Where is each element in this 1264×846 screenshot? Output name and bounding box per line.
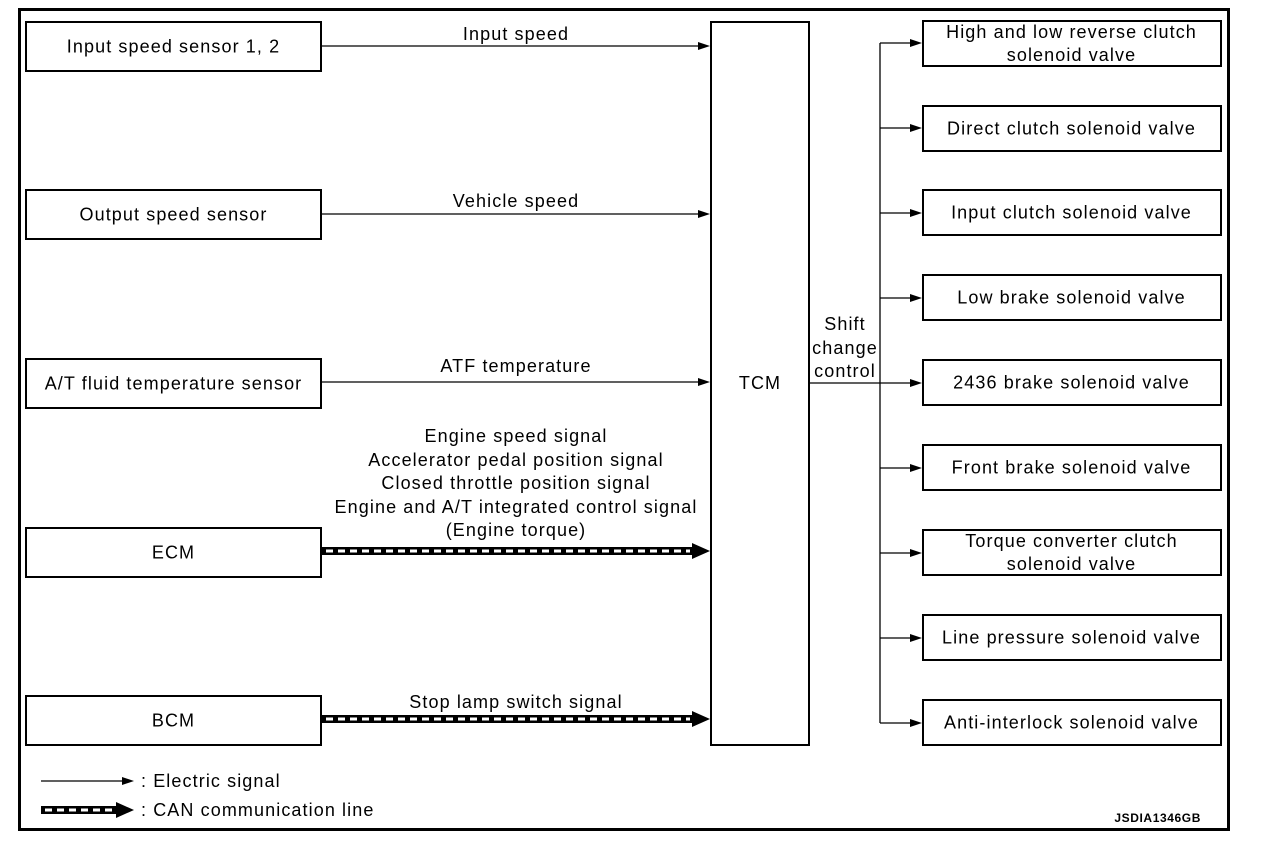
diagram-frame bbox=[18, 8, 1230, 831]
legend-can-arrow bbox=[41, 802, 134, 818]
shift-control-label: change bbox=[812, 338, 878, 358]
output-valve-label: Input clutch solenoid valve bbox=[951, 203, 1192, 223]
input-device-label: A/T fluid temperature sensor bbox=[45, 374, 303, 394]
input-device-box bbox=[25, 189, 322, 240]
direct-clutch-valve-box: Direct clutch solenoid valve bbox=[922, 105, 1222, 152]
output-arrow bbox=[880, 124, 922, 132]
signal-arrowhead bbox=[910, 549, 922, 557]
input-device-label: Output speed sensor bbox=[79, 205, 267, 225]
bcm-can-arrow bbox=[322, 711, 710, 727]
anti-interlock-valve-box: Anti-interlock solenoid valve bbox=[922, 699, 1222, 746]
atf-temperature-arrow bbox=[321, 378, 710, 386]
figure-code: JSDIA1346GB bbox=[1114, 811, 1201, 825]
input-device-box bbox=[25, 358, 322, 409]
can-arrowhead bbox=[116, 802, 134, 818]
signal-arrowhead bbox=[910, 294, 922, 302]
signal-arrowhead bbox=[910, 39, 922, 47]
output-valve-box bbox=[922, 359, 1222, 406]
output-arrow bbox=[880, 719, 922, 727]
high-low-reverse-clutch-valve-box: High and low reverse clutch solenoid val… bbox=[922, 20, 1222, 67]
line-pressure-valve-box: Line pressure solenoid valve bbox=[922, 614, 1222, 661]
output-speed-sensor-box: Output speed sensor bbox=[25, 189, 322, 240]
2436-brake-valve-box: 2436 brake solenoid valve bbox=[922, 359, 1222, 406]
atf-temperature-sensor-box: A/T fluid temperature sensor bbox=[25, 358, 322, 409]
output-valve-box bbox=[922, 614, 1222, 661]
output-valve-label: solenoid valve bbox=[1007, 45, 1136, 65]
bcm-box: BCM bbox=[25, 695, 322, 746]
output-arrow bbox=[880, 379, 922, 387]
signal-label: (Engine torque) bbox=[446, 520, 587, 540]
output-valve-box bbox=[922, 529, 1222, 576]
ecm-box: ECM bbox=[25, 527, 322, 578]
signal-label: Input speed bbox=[463, 24, 569, 44]
signal-label: Vehicle speed bbox=[453, 191, 579, 211]
input-device-box bbox=[25, 527, 322, 578]
output-valve-box bbox=[922, 274, 1222, 321]
signal-label: ATF temperature bbox=[440, 356, 591, 376]
input-clutch-valve-box: Input clutch solenoid valve bbox=[922, 189, 1222, 236]
vehicle-speed-arrow bbox=[321, 210, 710, 218]
output-valve-box bbox=[922, 699, 1222, 746]
output-valve-label: Line pressure solenoid valve bbox=[942, 628, 1201, 648]
signal-arrowhead bbox=[910, 209, 922, 217]
output-arrow bbox=[880, 634, 922, 642]
torque-converter-clutch-valve-box: Torque converter clutch solenoid valve bbox=[922, 529, 1222, 576]
output-valve-box bbox=[922, 20, 1222, 67]
low-brake-valve-box: Low brake solenoid valve bbox=[922, 274, 1222, 321]
output-valve-label: Torque converter clutch bbox=[965, 531, 1177, 551]
output-valve-label: Low brake solenoid valve bbox=[957, 288, 1186, 308]
output-valve-label: High and low reverse clutch bbox=[946, 22, 1197, 42]
output-valve-label: solenoid valve bbox=[1007, 554, 1136, 574]
output-valve-label: Front brake solenoid valve bbox=[952, 458, 1192, 478]
output-valve-label: Anti-interlock solenoid valve bbox=[944, 713, 1199, 733]
signal-arrowhead bbox=[910, 124, 922, 132]
signal-arrowhead bbox=[910, 379, 922, 387]
output-valve-box bbox=[922, 444, 1222, 491]
can-arrowhead bbox=[692, 711, 710, 727]
legend: : Electric signal : CAN communication li… bbox=[41, 771, 374, 820]
signal-arrowhead bbox=[910, 719, 922, 727]
ecm-can-arrow bbox=[322, 543, 710, 559]
controller-label: TCM bbox=[739, 373, 781, 393]
signal-arrowhead bbox=[698, 210, 710, 218]
input-speed-arrow bbox=[321, 42, 710, 50]
controller-box bbox=[710, 21, 810, 746]
signal-label: Accelerator pedal position signal bbox=[368, 450, 663, 470]
input-device-box bbox=[25, 695, 322, 746]
shift-control-label: control bbox=[814, 361, 876, 381]
output-arrow bbox=[880, 209, 922, 217]
output-arrow bbox=[880, 549, 922, 557]
output-valve-box bbox=[922, 189, 1222, 236]
signal-arrowhead bbox=[122, 777, 134, 785]
signal-label: Closed throttle position signal bbox=[381, 473, 650, 493]
can-arrowhead bbox=[692, 543, 710, 559]
front-brake-valve-box: Front brake solenoid valve bbox=[922, 444, 1222, 491]
input-device-box bbox=[25, 21, 322, 72]
legend-label: : Electric signal bbox=[141, 771, 281, 791]
input-device-label: ECM bbox=[152, 543, 195, 563]
signal-arrowhead bbox=[910, 464, 922, 472]
signal-arrowhead bbox=[910, 634, 922, 642]
input-device-label: Input speed sensor 1, 2 bbox=[67, 37, 280, 57]
signal-arrowhead bbox=[698, 42, 710, 50]
signal-label: Engine and A/T integrated control signal bbox=[335, 497, 698, 517]
signal-label: Engine speed signal bbox=[424, 426, 607, 446]
output-arrow bbox=[880, 464, 922, 472]
input-speed-sensor-box: Input speed sensor 1, 2 bbox=[25, 21, 322, 72]
output-valve-box bbox=[922, 105, 1222, 152]
input-device-label: BCM bbox=[152, 711, 195, 731]
output-arrow bbox=[880, 39, 922, 47]
output-arrow bbox=[880, 294, 922, 302]
signal-arrowhead bbox=[698, 378, 710, 386]
legend-electric-arrow bbox=[41, 777, 134, 785]
output-valve-label: 2436 brake solenoid valve bbox=[953, 373, 1190, 393]
signal-label: Stop lamp switch signal bbox=[409, 692, 622, 712]
output-valve-label: Direct clutch solenoid valve bbox=[947, 119, 1196, 139]
legend-label: : CAN communication line bbox=[141, 800, 374, 820]
shift-control-label: Shift bbox=[824, 314, 866, 334]
tcm-box: TCM bbox=[710, 21, 810, 746]
